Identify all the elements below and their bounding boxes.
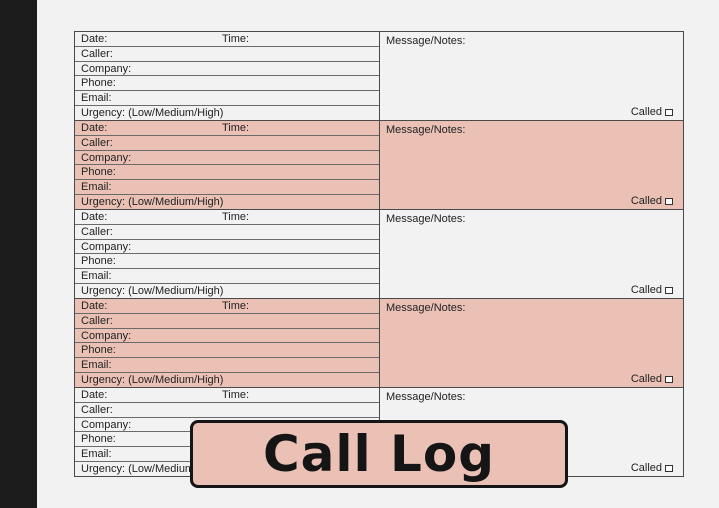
notes-label: Message/Notes: [386, 302, 466, 314]
called-label: Called [630, 373, 662, 385]
time-label: Time: [222, 299, 250, 312]
time-label: Time: [222, 210, 250, 223]
caller-row[interactable]: Caller: [75, 225, 379, 240]
date-label: Date: [81, 388, 108, 401]
entry-fields: Date: Time: Caller: Company: Phone: Emai… [75, 210, 380, 298]
called-checkbox[interactable] [665, 375, 673, 383]
phone-row[interactable]: Phone: [75, 254, 379, 270]
called-indicator: Called [631, 106, 673, 118]
call-entry: Date: Time: Caller: Company: Phone: Emai… [75, 32, 683, 121]
company-label: Company: [81, 418, 132, 431]
email-row[interactable]: Email: [75, 91, 379, 107]
left-dark-bar [0, 0, 37, 508]
company-row[interactable]: Company: [75, 240, 379, 255]
date-time-row[interactable]: Date: Time: [75, 210, 379, 225]
email-label: Email: [81, 181, 112, 194]
notes-label: Message/Notes: [386, 124, 466, 136]
urgency-label: Urgency: (Low/Medium/High) [81, 196, 224, 209]
urgency-row[interactable]: Urgency: (Low/Medium/High) [75, 373, 379, 387]
company-row[interactable]: Company: [75, 62, 379, 77]
caller-row[interactable]: Caller: [75, 403, 379, 418]
email-label: Email: [81, 448, 112, 461]
company-label: Company: [81, 151, 132, 164]
notes-label: Message/Notes: [386, 213, 466, 225]
urgency-label: Urgency: (Low/Medium/High) [81, 285, 224, 298]
email-row[interactable]: Email: [75, 358, 379, 374]
urgency-label: Urgency: (Low/Medium/High) [81, 374, 224, 387]
notes-area[interactable]: Message/Notes: Called [380, 299, 683, 387]
phone-row[interactable]: Phone: [75, 343, 379, 359]
called-checkbox[interactable] [665, 108, 673, 116]
called-label: Called [630, 462, 662, 474]
caller-row[interactable]: Caller: [75, 136, 379, 151]
caller-label: Caller: [81, 47, 113, 60]
notes-label: Message/Notes: [386, 391, 466, 403]
called-indicator: Called [631, 195, 673, 207]
call-entry: Date: Time: Caller: Company: Phone: Emai… [75, 121, 683, 210]
called-checkbox[interactable] [665, 464, 673, 472]
date-label: Date: [81, 299, 108, 312]
notes-area[interactable]: Message/Notes: Called [380, 121, 683, 209]
phone-row[interactable]: Phone: [75, 76, 379, 92]
date-label: Date: [81, 121, 108, 134]
date-time-row[interactable]: Date: Time: [75, 121, 379, 136]
entry-fields: Date: Time: Caller: Company: Phone: Emai… [75, 299, 380, 387]
called-indicator: Called [631, 284, 673, 296]
called-indicator: Called [631, 462, 673, 474]
company-label: Company: [81, 62, 132, 75]
notes-area[interactable]: Message/Notes: Called [380, 32, 683, 120]
call-log-table: Date: Time: Caller: Company: Phone: Emai… [74, 31, 684, 477]
caller-label: Caller: [81, 136, 113, 149]
entry-fields: Date: Time: Caller: Company: Phone: Emai… [75, 32, 380, 120]
date-label: Date: [81, 210, 108, 223]
entry-fields: Date: Time: Caller: Company: Phone: Emai… [75, 121, 380, 209]
urgency-row[interactable]: Urgency: (Low/Medium/High) [75, 106, 379, 120]
phone-label: Phone: [81, 433, 116, 446]
called-label: Called [630, 284, 662, 296]
company-label: Company: [81, 240, 132, 253]
company-row[interactable]: Company: [75, 151, 379, 166]
date-label: Date: [81, 32, 108, 45]
email-row[interactable]: Email: [75, 180, 379, 196]
caller-row[interactable]: Caller: [75, 314, 379, 329]
caller-label: Caller: [81, 403, 113, 416]
phone-label: Phone: [81, 255, 116, 268]
urgency-row[interactable]: Urgency: (Low/Medium/High) [75, 195, 379, 209]
notes-label: Message/Notes: [386, 35, 466, 47]
called-checkbox[interactable] [665, 286, 673, 294]
email-label: Email: [81, 92, 112, 105]
email-label: Email: [81, 359, 112, 372]
company-row[interactable]: Company: [75, 329, 379, 344]
urgency-row[interactable]: Urgency: (Low/Medium/High) [75, 462, 379, 476]
notes-area[interactable]: Message/Notes: Called [380, 388, 683, 476]
call-entry: Date: Time: Caller: Company: Phone: Emai… [75, 210, 683, 299]
phone-label: Phone: [81, 77, 116, 90]
time-label: Time: [222, 32, 250, 45]
called-indicator: Called [631, 373, 673, 385]
phone-label: Phone: [81, 344, 116, 357]
caller-label: Caller: [81, 314, 113, 327]
urgency-label: Urgency: (Low/Medium/High) [81, 463, 224, 476]
email-row[interactable]: Email: [75, 269, 379, 285]
caller-label: Caller: [81, 225, 113, 238]
date-time-row[interactable]: Date: Time: [75, 388, 379, 403]
phone-row[interactable]: Phone: [75, 165, 379, 181]
email-label: Email: [81, 270, 112, 283]
urgency-label: Urgency: (Low/Medium/High) [81, 107, 224, 120]
phone-label: Phone: [81, 166, 116, 179]
urgency-row[interactable]: Urgency: (Low/Medium/High) [75, 284, 379, 298]
called-label: Called [630, 106, 662, 118]
called-checkbox[interactable] [665, 197, 673, 205]
called-label: Called [630, 195, 662, 207]
notes-area[interactable]: Message/Notes: Called [380, 210, 683, 298]
date-time-row[interactable]: Date: Time: [75, 299, 379, 314]
caller-row[interactable]: Caller: [75, 47, 379, 62]
call-entry: Date: Time: Caller: Company: Phone: Emai… [75, 299, 683, 388]
call-log-title-badge: Call Log [190, 420, 568, 488]
time-label: Time: [222, 388, 250, 401]
time-label: Time: [222, 121, 250, 134]
company-label: Company: [81, 329, 132, 342]
date-time-row[interactable]: Date: Time: [75, 32, 379, 47]
